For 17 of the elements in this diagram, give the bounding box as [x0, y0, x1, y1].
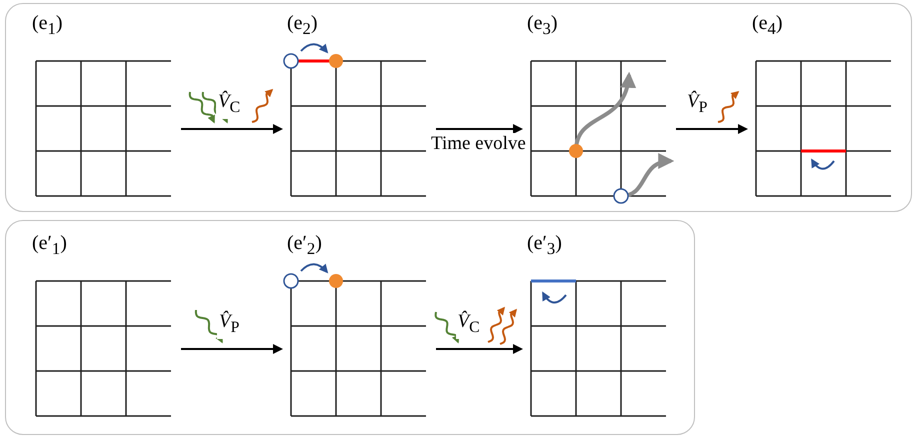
- panel-label: (e′$_{2}$): [287, 231, 322, 260]
- panel-frame: [5, 3, 912, 212]
- edge-label: V̂$_{C}$: [456, 311, 482, 339]
- panel-label: (e$_{1}$): [32, 11, 63, 40]
- edge-label: V̂$_{P}$: [217, 311, 242, 339]
- panel-label: (e′$_{1}$): [32, 231, 67, 260]
- panel-label: (e$_{3}$): [527, 11, 558, 40]
- edge-label: V̂$_{C}$: [216, 91, 242, 119]
- panel-label: (e$_{2}$): [287, 11, 318, 40]
- arrow: [676, 124, 748, 134]
- arrow: [181, 344, 283, 354]
- panel-frame: [5, 220, 695, 435]
- arrow: [436, 344, 523, 354]
- panel-label: (e′$_{3}$): [527, 231, 562, 260]
- arrow: [181, 124, 283, 134]
- arrow: [436, 124, 523, 134]
- panel-label: (e$_{4}$): [752, 11, 783, 40]
